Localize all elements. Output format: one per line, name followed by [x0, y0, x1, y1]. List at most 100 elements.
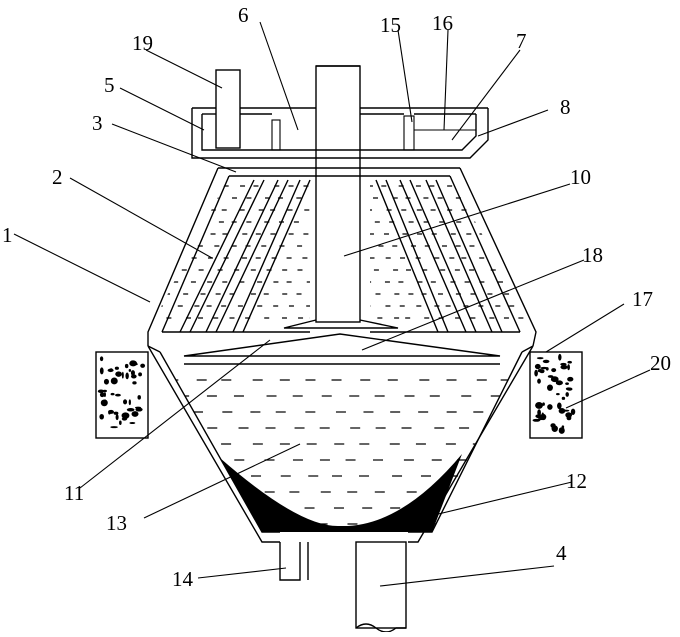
filler-speck [119, 420, 122, 426]
filler-speck [555, 380, 563, 386]
filler-speck [134, 406, 142, 409]
filler-speck [125, 372, 129, 380]
label-20: 20 [650, 351, 671, 375]
label-5: 5 [104, 73, 115, 97]
filler-speck [558, 408, 566, 414]
label-19: 19 [132, 31, 153, 55]
filler-speck [114, 366, 119, 370]
filler-speck [126, 407, 135, 412]
filler-speck [566, 387, 573, 391]
filler-speck [128, 399, 131, 406]
filler-speck [103, 392, 106, 398]
label-1: 1 [2, 223, 13, 247]
filler-speck [121, 371, 124, 379]
label-2: 2 [52, 165, 63, 189]
label-17: 17 [632, 287, 653, 311]
filler-speck [99, 356, 104, 362]
filler-speck [124, 363, 129, 369]
filler-speck [110, 377, 118, 385]
filler-speck [109, 368, 113, 372]
filler-speck [565, 392, 569, 397]
side-box-right [529, 351, 583, 439]
filler-speck [542, 402, 545, 406]
filler-speck [110, 392, 115, 396]
filler-speck [565, 412, 573, 418]
filler-speck [99, 413, 104, 420]
filler-speck [551, 425, 558, 432]
filler-speck [534, 363, 541, 370]
filler-speck [560, 364, 568, 370]
filler-speck [130, 370, 135, 376]
filler-speck [100, 399, 108, 407]
filler-speck [547, 404, 553, 410]
deflector-plate [183, 333, 501, 365]
label-8: 8 [560, 95, 571, 119]
filler-speck [129, 360, 138, 367]
reference-numerals: 1 2 3 5 19 6 15 16 7 8 10 18 17 20 12 4 … [2, 3, 671, 591]
label-13: 13 [106, 511, 127, 535]
filler-speck [539, 369, 545, 374]
filler-speck [550, 376, 559, 383]
outlet-pipe [215, 69, 241, 149]
filler-speck [123, 399, 128, 405]
filler-speck [115, 393, 121, 397]
inclined-tubes [179, 179, 503, 333]
tube-left-1 [179, 179, 265, 333]
filler-speck [551, 368, 557, 373]
label-18: 18 [582, 243, 603, 267]
label-10: 10 [570, 165, 591, 189]
filler-speck [547, 375, 554, 378]
filler-speck [545, 367, 549, 371]
filler-speck [121, 412, 130, 419]
filler-speck [567, 360, 572, 364]
tube-right-3 [425, 179, 503, 333]
overflow-trough [191, 107, 489, 159]
filler-speck [129, 422, 136, 425]
filler-speck [558, 427, 565, 434]
side-box-left [95, 351, 149, 439]
filler-speck [115, 371, 122, 377]
upper-cone [147, 167, 537, 347]
filler-speck [132, 381, 137, 385]
filler-speck [536, 357, 544, 360]
filler-speck [558, 353, 562, 361]
filler-speck [110, 426, 118, 429]
tube-right-2 [399, 179, 477, 333]
filler-speck [131, 411, 139, 417]
filler-speck [137, 395, 141, 400]
label-16: 16 [432, 11, 453, 35]
filler-speck [108, 409, 114, 414]
filler-speck [537, 378, 541, 384]
filler-speck [567, 376, 574, 382]
filler-speck [570, 408, 576, 415]
filler-speck [534, 369, 538, 377]
filler-speck [97, 389, 105, 394]
leader-lines [13, 21, 651, 587]
filler-speck [565, 382, 569, 385]
label-6: 6 [238, 3, 249, 27]
filler-speck [115, 414, 119, 421]
filler-speck [561, 396, 566, 400]
filler-speck [542, 359, 550, 364]
label-15: 15 [380, 13, 401, 37]
tube-right-1 [375, 179, 449, 333]
filler-speck [535, 414, 543, 419]
filler-speck [99, 392, 105, 398]
filler-speck [121, 417, 128, 421]
label-4: 4 [556, 541, 567, 565]
filler-speck [557, 402, 562, 410]
bottom-outlets [279, 541, 407, 633]
label-12: 12 [566, 469, 587, 493]
filler-speck [547, 384, 553, 391]
filler-speck [535, 401, 543, 409]
filler-speck [138, 372, 142, 377]
filler-speck [134, 363, 138, 366]
filler-speck [102, 389, 107, 393]
filler-speck [560, 362, 567, 366]
filler-speck [103, 378, 109, 385]
label-11: 11 [64, 481, 84, 505]
filler-speck [140, 363, 146, 368]
central-feed-pipe [283, 65, 399, 329]
